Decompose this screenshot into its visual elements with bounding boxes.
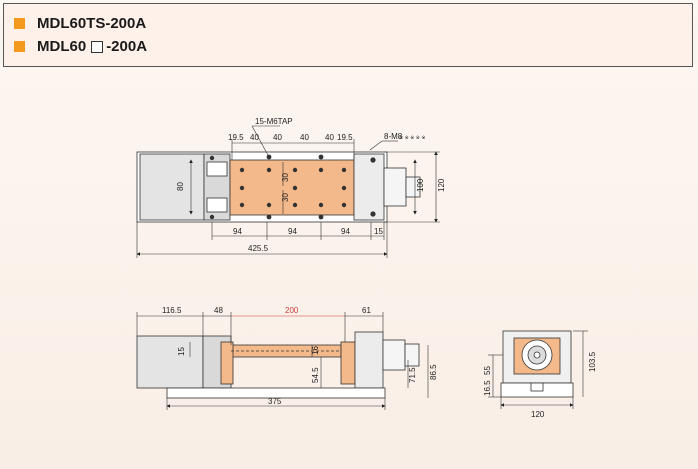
dim-label: 30 bbox=[281, 173, 290, 182]
dim-label-highlight: 200 bbox=[285, 306, 299, 315]
placeholder-box-icon bbox=[91, 40, 104, 53]
end-shaft bbox=[533, 351, 541, 359]
dim-label: 15 bbox=[374, 227, 383, 236]
dim-label: 16.5 bbox=[483, 380, 492, 396]
tap-spec-label: 8-M8 bbox=[384, 132, 403, 141]
dim-label: 94 bbox=[233, 227, 242, 236]
side-view bbox=[136, 331, 420, 399]
side-orange-block-left bbox=[220, 341, 234, 385]
top-view bbox=[136, 151, 421, 223]
model-row-1: MDL60TS-200A bbox=[14, 15, 146, 32]
end-view bbox=[500, 330, 574, 398]
dim-label: 120 bbox=[531, 410, 545, 419]
side-motor-shaft bbox=[404, 343, 420, 367]
side-end-block bbox=[354, 331, 384, 389]
model-name-1: MDL60TS-200A bbox=[37, 15, 147, 32]
tap-spec-suffix: ※ ※ ※ ※ ※ bbox=[399, 135, 426, 141]
side-base-plate bbox=[166, 387, 386, 399]
dim-label: 16 bbox=[311, 346, 320, 355]
dim-label: 40 bbox=[273, 133, 282, 142]
dim-label: 30 bbox=[281, 193, 290, 202]
model-name-2-suffix: -200A bbox=[106, 38, 148, 55]
model-header: MDL60TS-200A MDL60 -200A bbox=[3, 3, 693, 67]
model-name-2-prefix: MDL60 bbox=[37, 38, 87, 55]
dim-label: 19.5 bbox=[337, 133, 353, 142]
side-body bbox=[136, 335, 204, 389]
dim-label: 116.5 bbox=[162, 306, 182, 315]
dim-label: 40 bbox=[325, 133, 334, 142]
top-view-dimensions bbox=[136, 125, 440, 258]
side-view-dimensions bbox=[136, 312, 429, 410]
dim-label: 61 bbox=[362, 306, 371, 315]
top-table-holes bbox=[209, 154, 376, 220]
dim-label: 15 bbox=[177, 347, 186, 356]
top-end-block bbox=[353, 153, 385, 221]
dim-label: 40 bbox=[250, 133, 259, 142]
end-view-dimensions bbox=[488, 330, 588, 409]
base-length-label: 375 bbox=[268, 397, 282, 406]
bullet-icon bbox=[14, 41, 25, 52]
dim-label: 54.5 bbox=[311, 367, 320, 383]
end-view-labels: 55 16.5 103.5 120 bbox=[483, 351, 597, 419]
model-row-2: MDL60 -200A bbox=[14, 38, 147, 55]
dim-label: 19.5 bbox=[228, 133, 244, 142]
top-body-shade bbox=[139, 153, 205, 221]
top-table bbox=[229, 159, 355, 216]
top-motor bbox=[383, 167, 407, 207]
dim-label: 80 bbox=[176, 182, 185, 191]
hole-spec-label: 15-M6TAP bbox=[255, 117, 293, 126]
top-bracket-part bbox=[206, 161, 228, 177]
dim-label: 71.5 bbox=[408, 367, 417, 383]
dim-label: 55 bbox=[483, 366, 492, 375]
side-orange-block-right bbox=[340, 341, 356, 385]
total-length-label: 425.5 bbox=[248, 244, 269, 253]
dim-label: 100 bbox=[416, 178, 425, 192]
top-view-labels: 19.5 40 40 40 40 19.5 15-M6TAP 8-M8 ※ ※ … bbox=[176, 117, 446, 253]
top-bracket-part bbox=[206, 197, 228, 213]
dim-label: 86.5 bbox=[429, 364, 438, 380]
side-motor bbox=[382, 339, 406, 371]
bullet-icon bbox=[14, 18, 25, 29]
dim-label: 103.5 bbox=[588, 351, 597, 372]
dim-label: 94 bbox=[288, 227, 297, 236]
dim-label: 94 bbox=[341, 227, 350, 236]
end-base-notch bbox=[530, 382, 544, 392]
dim-label: 48 bbox=[214, 306, 223, 315]
dim-label: 40 bbox=[300, 133, 309, 142]
side-view-labels: 116.5 48 200 61 15 16 54.5 71.5 86.5 375 bbox=[162, 306, 438, 406]
dim-label: 120 bbox=[437, 178, 446, 192]
